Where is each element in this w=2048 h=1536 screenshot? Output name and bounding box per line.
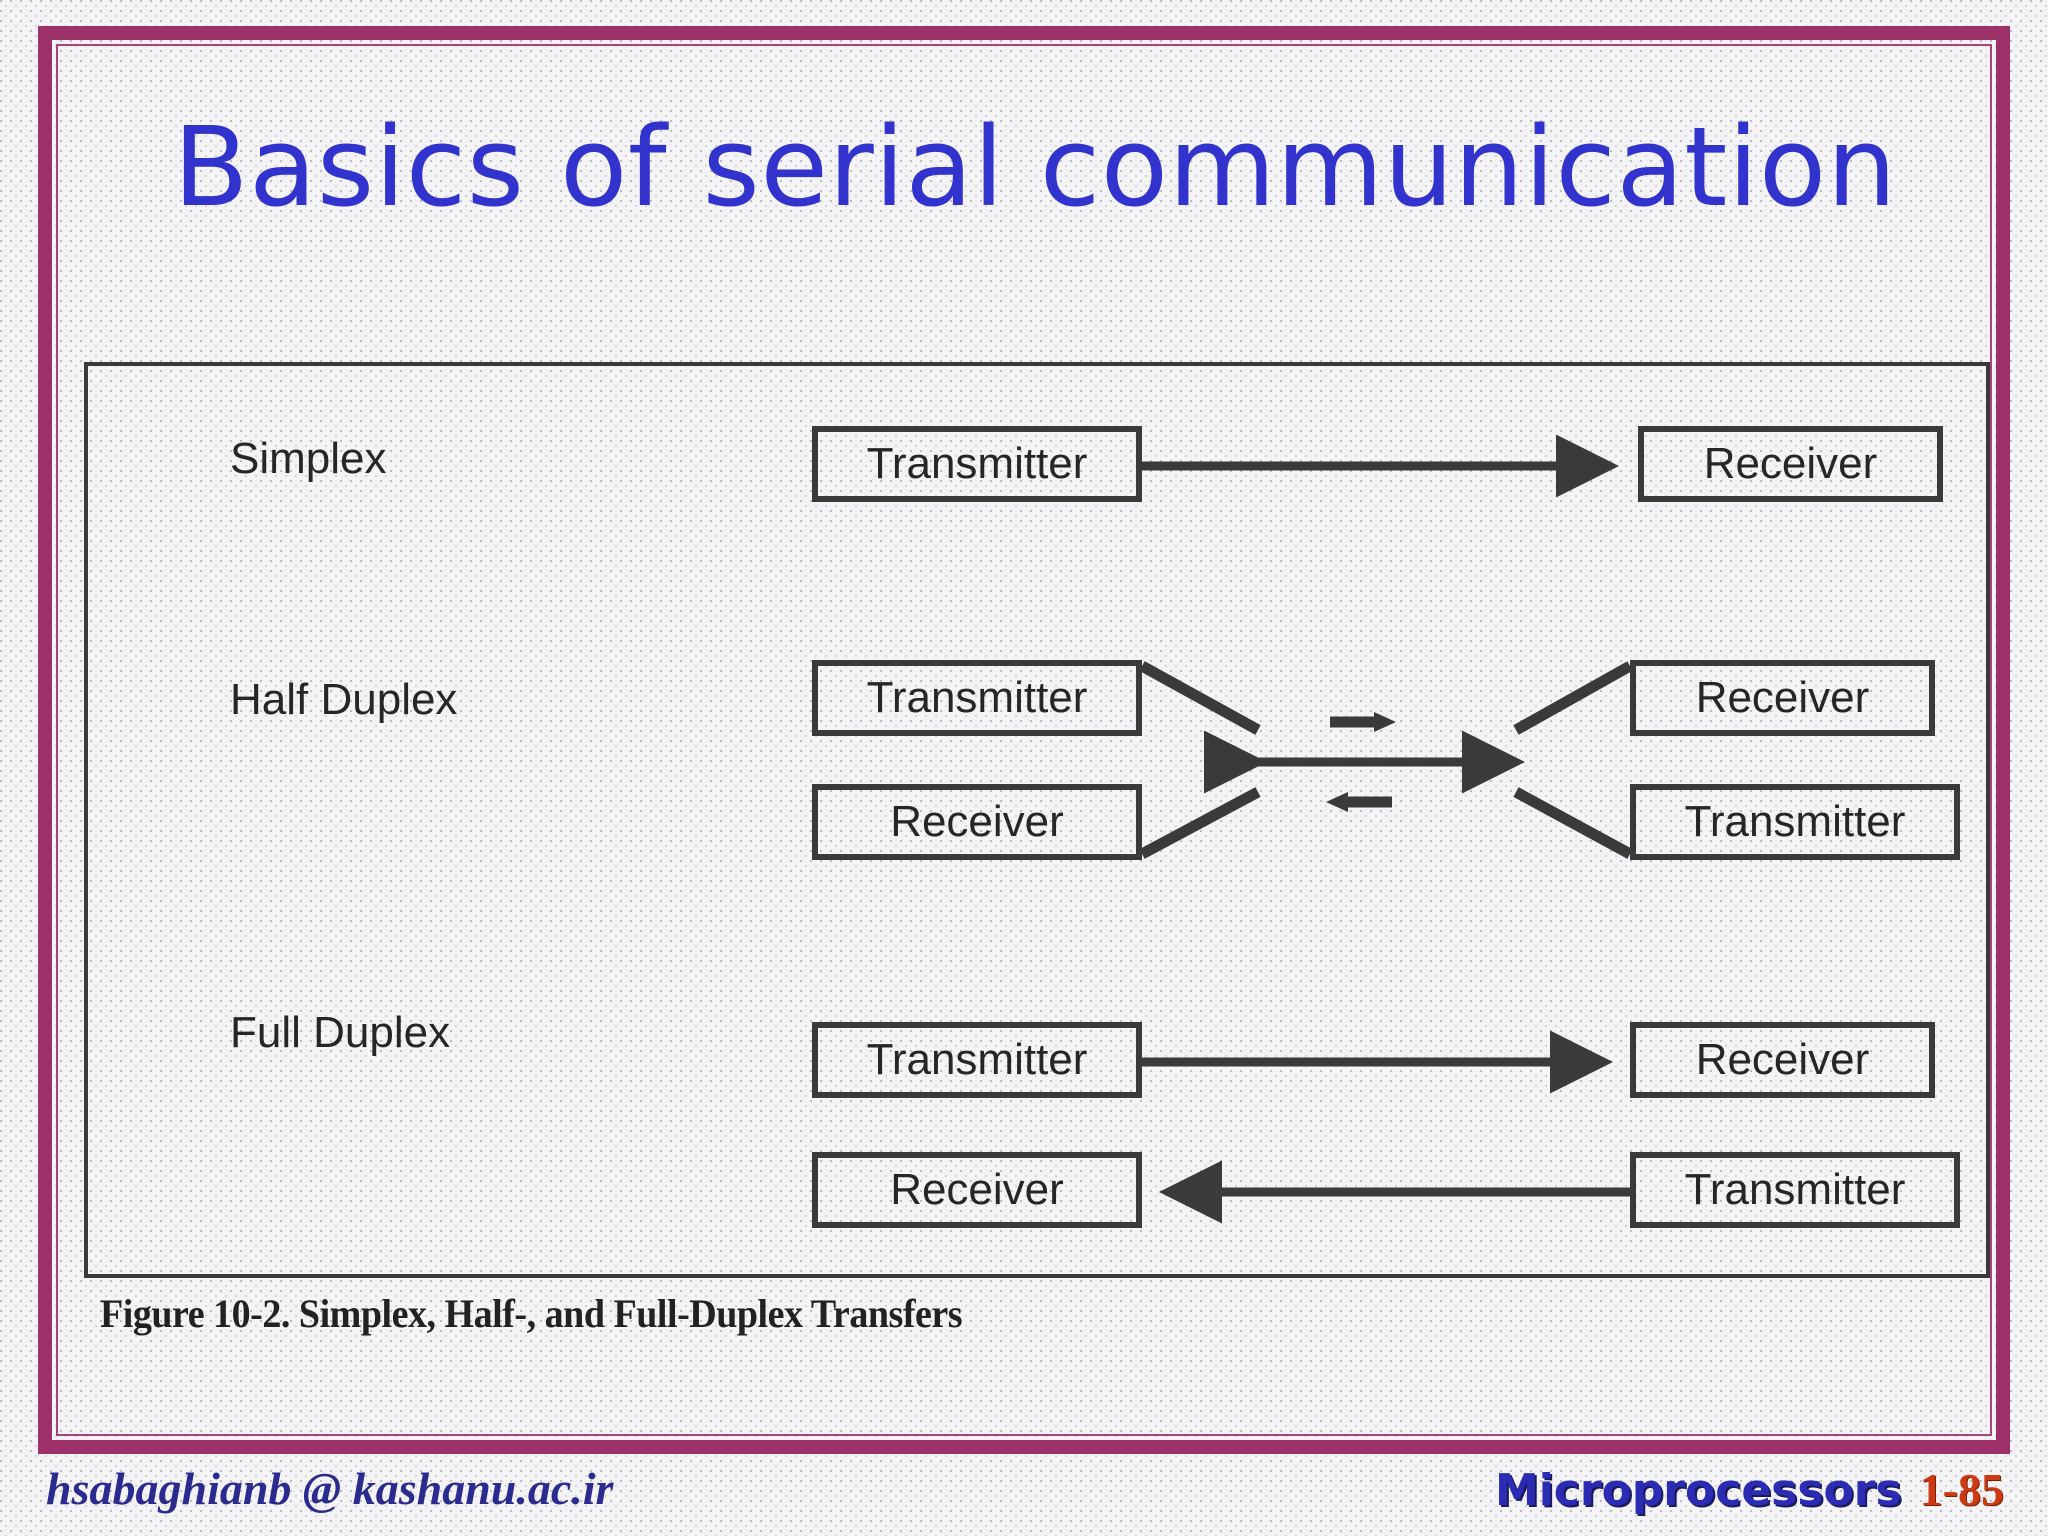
full-duplex-left-transmitter-box: Transmitter (812, 1022, 1142, 1098)
footer-page-number: 1-85 (1919, 1464, 2004, 1515)
slide-frame-border (38, 26, 2010, 1454)
half-duplex-right-receiver-box: Receiver (1630, 660, 1935, 736)
figure-caption: Figure 10-2. Simplex, Half-, and Full-Du… (100, 1291, 963, 1336)
row-label-half-duplex: Half Duplex (230, 675, 458, 724)
full-duplex-right-receiver-box: Receiver (1630, 1022, 1935, 1098)
full-duplex-left-receiver-box: Receiver (812, 1152, 1142, 1228)
footer-right-group: Microprocessors 1-85 (1495, 1462, 2004, 1516)
full-duplex-right-transmitter-box: Transmitter (1630, 1152, 1960, 1228)
half-duplex-left-receiver-box: Receiver (812, 784, 1142, 860)
half-duplex-right-transmitter-box: Transmitter (1630, 784, 1960, 860)
footer-course-name: Microprocessors (1494, 1465, 1902, 1516)
row-label-full-duplex: Full Duplex (230, 1008, 451, 1057)
simplex-receiver-box: Receiver (1638, 426, 1943, 502)
half-duplex-left-transmitter-box: Transmitter (812, 660, 1142, 736)
simplex-transmitter-box: Transmitter (812, 426, 1142, 502)
footer-email: hsabaghianb @ kashanu.ac.ir (46, 1463, 614, 1514)
row-label-simplex: Simplex (230, 434, 387, 483)
figure-container (84, 362, 1990, 1278)
page-title: Basics of serial communication (173, 103, 1897, 231)
